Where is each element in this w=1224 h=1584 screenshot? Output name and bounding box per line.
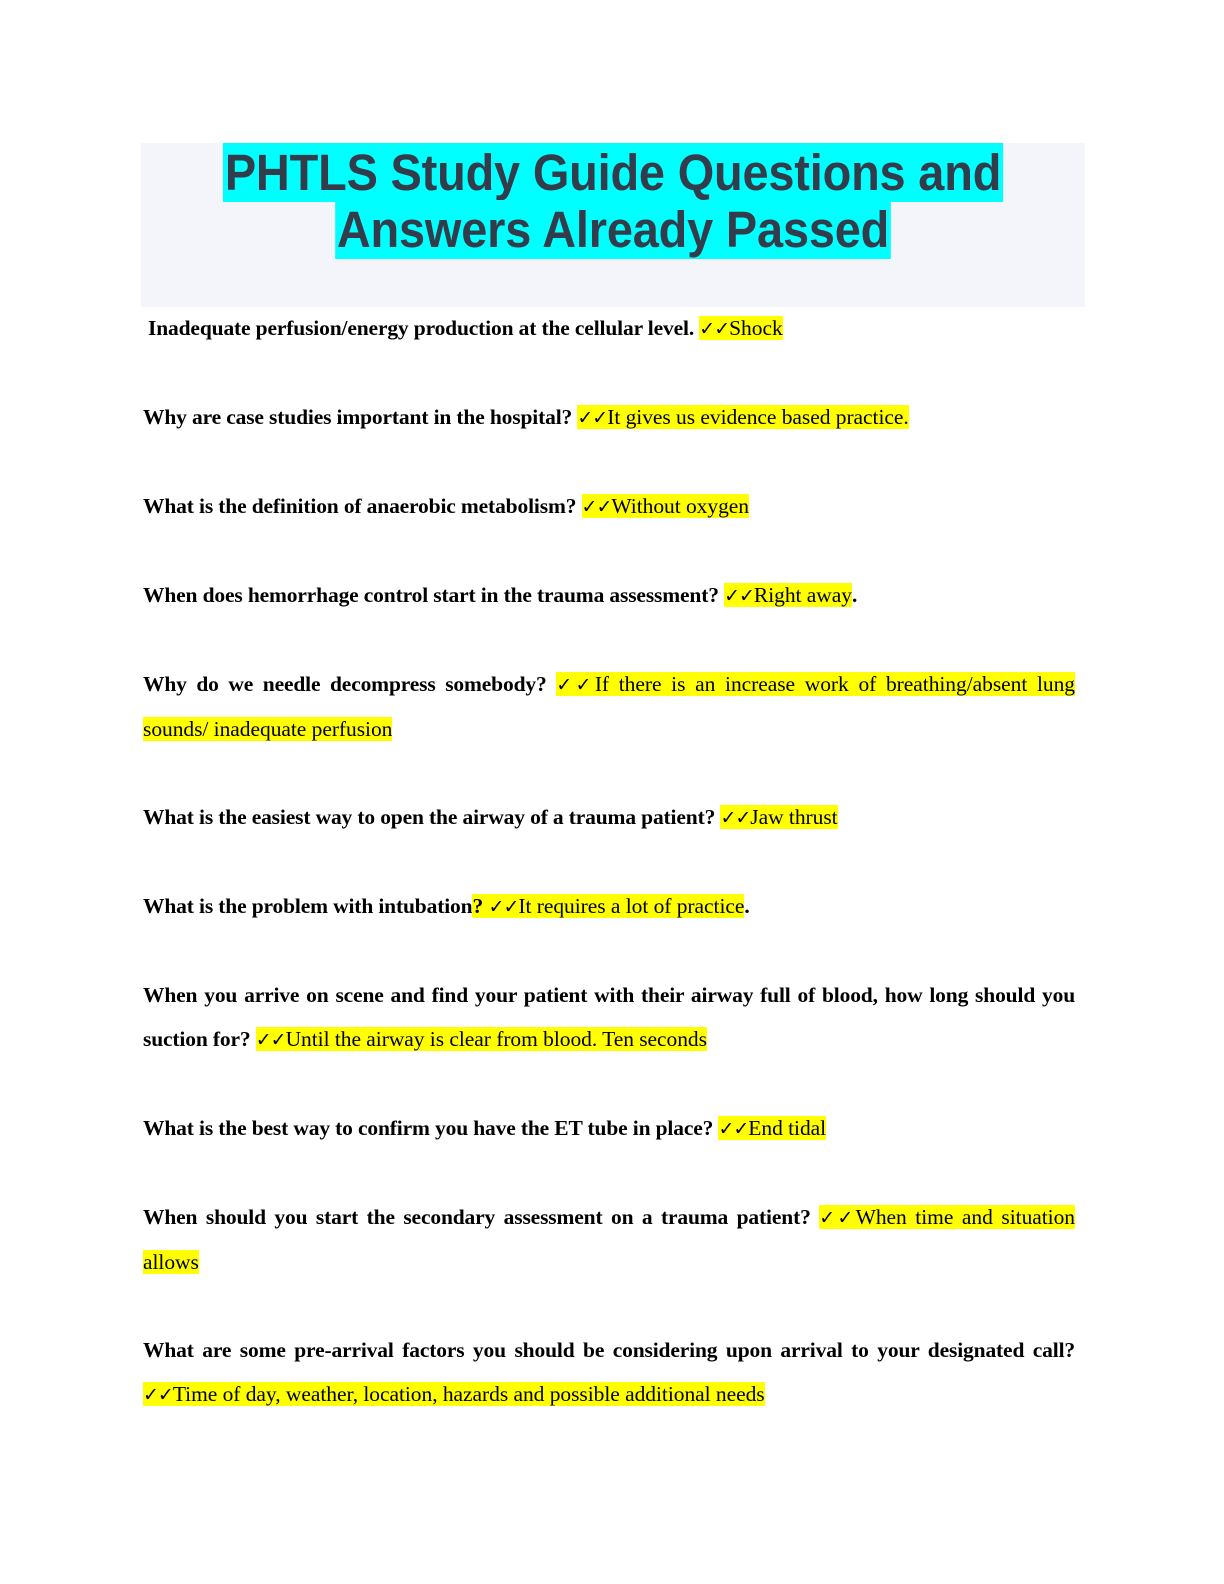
check-icon: ✓✓ xyxy=(488,896,520,918)
page-title-line-1-text: PHTLS Study Guide Questions and xyxy=(222,143,1004,202)
answer-text: ✓✓It requires a lot of practice xyxy=(488,894,745,918)
question-text: What is the best way to confirm you have… xyxy=(143,1116,714,1140)
qa-item-pre-arrival-factors: What are some pre-arrival factors you sh… xyxy=(143,1328,1075,1417)
check-icon: ✓✓ xyxy=(718,1118,749,1140)
answer-value: It requires a lot of practice xyxy=(518,894,745,918)
page-title-line-2: Answers Already Passed xyxy=(179,200,1047,259)
question-highlighted-punctuation: ? xyxy=(472,894,484,918)
answer-text: ✓✓Jaw thrust xyxy=(720,805,838,829)
question-text: What are some pre-arrival factors you sh… xyxy=(143,1338,1075,1362)
answer-text: ✓✓End tidal xyxy=(718,1116,826,1140)
check-icon: ✓✓ xyxy=(143,1384,174,1406)
check-icon: ✓✓ xyxy=(255,1029,287,1051)
qa-item-confirm-et-tube: What is the best way to confirm you have… xyxy=(143,1106,1075,1151)
question-text: When you arrive on scene and find your p… xyxy=(143,983,1075,1051)
qa-item-hemorrhage-control: When does hemorrhage control start in th… xyxy=(143,573,1075,618)
qa-item-case-studies: Why are case studies important in the ho… xyxy=(143,395,1075,440)
qa-item-anaerobic-metabolism: What is the definition of anaerobic meta… xyxy=(143,484,1075,529)
qa-item-intubation-problem: What is the problem with intubation? ✓✓I… xyxy=(143,884,1075,929)
answer-trailing-punctuation: . xyxy=(851,583,858,607)
answer-value: Right away xyxy=(753,583,852,607)
answer-value: When time and situation allows xyxy=(143,1205,1076,1274)
question-text: What is the easiest way to open the airw… xyxy=(143,805,716,829)
answer-text: ✓✓Until the airway is clear from blood. … xyxy=(255,1027,707,1051)
page-title-line-2-text: Answers Already Passed xyxy=(334,200,891,259)
question-text: Why are case studies important in the ho… xyxy=(143,405,573,429)
qa-item-open-airway: What is the easiest way to open the airw… xyxy=(143,795,1075,840)
check-icon: ✓✓ xyxy=(720,807,751,829)
answer-text: ✓✓It gives us evidence based practice. xyxy=(577,405,909,429)
check-icon: ✓✓ xyxy=(577,407,608,429)
answer-value: End tidal xyxy=(748,1116,827,1140)
check-icon: ✓✓ xyxy=(819,1207,856,1229)
answer-value: Until the airway is clear from blood. Te… xyxy=(285,1027,707,1051)
page-title: PHTLS Study Guide Questions and Answers … xyxy=(179,143,1047,259)
qa-list: Inadequate perfusion/energy production a… xyxy=(143,306,1075,1417)
question-text: When should you start the secondary asse… xyxy=(143,1205,811,1229)
answer-value: If there is an increase work of breathin… xyxy=(143,672,1075,741)
answer-text: ✓✓Right away xyxy=(724,583,852,607)
check-icon: ✓✓ xyxy=(724,585,755,607)
page-title-line-1: PHTLS Study Guide Questions and xyxy=(179,143,1047,202)
answer-value: Time of day, weather, location, hazards … xyxy=(172,1382,765,1406)
answer-text: ✓✓Time of day, weather, location, hazard… xyxy=(143,1382,765,1406)
answer-text: ✓✓Without oxygen xyxy=(581,494,749,518)
qa-item-shock: Inadequate perfusion/energy production a… xyxy=(143,306,1075,351)
answer-value: Shock xyxy=(729,316,783,340)
question-text: Why do we needle decompress somebody? xyxy=(143,672,547,696)
answer-value: It gives us evidence based practice. xyxy=(607,405,909,429)
answer-value: Without oxygen xyxy=(611,494,749,518)
qa-item-needle-decompress: Why do we needle decompress somebody? ✓✓… xyxy=(143,662,1075,751)
check-icon: ✓✓ xyxy=(556,674,596,696)
qa-item-secondary-assessment: When should you start the secondary asse… xyxy=(143,1195,1075,1284)
answer-value: Jaw thrust xyxy=(750,805,838,829)
question-text: What is the definition of anaerobic meta… xyxy=(143,494,577,518)
question-text: What is the problem with intubation xyxy=(143,894,473,918)
answer-trailing-punctuation: . xyxy=(744,894,750,918)
question-text: Inadequate perfusion/energy production a… xyxy=(148,316,695,340)
qa-item-suction-duration: When you arrive on scene and find your p… xyxy=(143,973,1075,1062)
check-icon: ✓✓ xyxy=(581,496,613,518)
question-text: When does hemorrhage control start in th… xyxy=(143,583,719,607)
check-icon: ✓✓ xyxy=(699,318,730,340)
answer-text: ✓✓Shock xyxy=(699,316,783,340)
